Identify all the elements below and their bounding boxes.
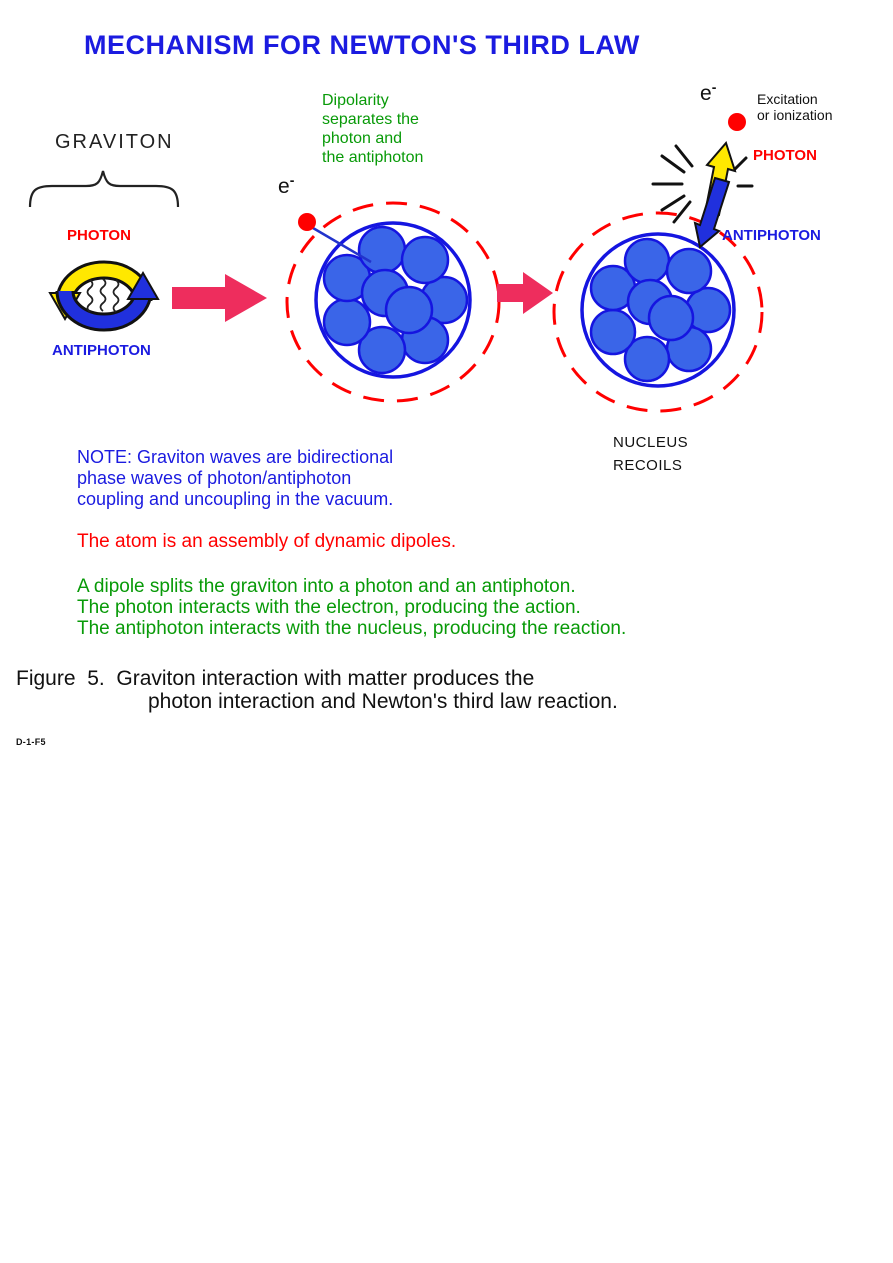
nucleons-icon xyxy=(589,237,732,383)
graviton-cycle-icon xyxy=(48,260,160,332)
atom-dipoles-note: The atom is an assembly of dynamic dipol… xyxy=(77,531,457,552)
page-title: MECHANISM FOR NEWTON'S THIRD LAW xyxy=(84,30,640,60)
photon-label-left: PHOTON xyxy=(67,227,131,244)
electron-label-right: e- xyxy=(700,79,716,106)
antiphoton-label-right: ANTIPHOTON xyxy=(722,227,821,244)
photon-label-right: PHOTON xyxy=(753,147,817,164)
dipole-splits-note: A dipole splits the graviton into a phot… xyxy=(77,576,627,639)
graviton-brace-icon xyxy=(28,170,180,208)
electron-bond-line-icon xyxy=(312,226,372,264)
electron-dot-icon xyxy=(728,113,746,131)
wave-squiggles-icon xyxy=(86,278,120,313)
blue-cycle-arrowhead-icon xyxy=(126,270,160,300)
nucleons-icon xyxy=(322,225,469,375)
figure-caption-line2: photon interaction and Newton's third la… xyxy=(148,690,618,713)
nucleus-recoils-label: NUCLEUS RECOILS xyxy=(613,434,689,474)
figure-caption-line1: Figure 5. Graviton interaction with matt… xyxy=(16,667,535,690)
antiphoton-label-left: ANTIPHOTON xyxy=(52,342,151,359)
footer-code: D-1-F5 xyxy=(16,737,46,747)
excitation-burst-icon xyxy=(651,144,754,224)
electron-label-middle: e- xyxy=(278,172,294,199)
electron-charge: - xyxy=(711,79,717,95)
forward-arrow-2-icon xyxy=(497,272,553,314)
graviton-wave-note: NOTE: Graviton waves are bidirectional p… xyxy=(77,447,394,509)
forward-arrow-1-icon xyxy=(172,274,267,322)
middle-atom-icon xyxy=(285,201,501,403)
diagram-graphics xyxy=(28,113,764,413)
antiphoton-recoil-arrow-icon xyxy=(693,176,731,249)
excitation-note: Excitation or ionization xyxy=(757,91,833,123)
dashed-ring-icon xyxy=(552,211,764,413)
dipolarity-note: Dipolarity separates the photon and the … xyxy=(322,92,424,166)
electron-charge: - xyxy=(289,172,295,188)
graviton-label: GRAVITON xyxy=(55,131,174,153)
electron-symbol: e xyxy=(700,82,712,105)
right-atom-icon xyxy=(552,211,764,413)
electron-symbol: e xyxy=(278,175,290,198)
electron-dot-icon xyxy=(298,213,316,231)
